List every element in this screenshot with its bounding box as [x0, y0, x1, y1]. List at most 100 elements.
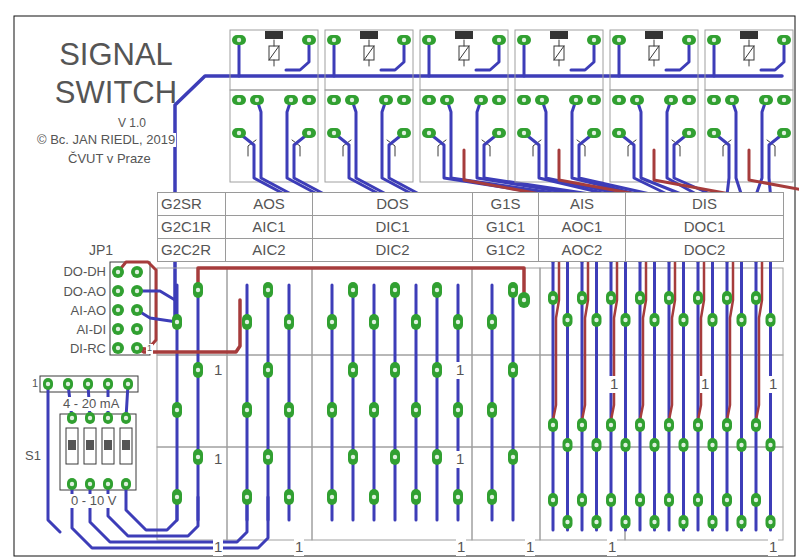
- solder-pad: [635, 291, 645, 305]
- relay-mark: [645, 31, 663, 39]
- table-cell: G1S: [472, 192, 539, 216]
- pad-hole: [497, 131, 501, 135]
- trace: [523, 40, 526, 76]
- pad-hole: [609, 423, 613, 427]
- signal-trace: [267, 285, 270, 520]
- pad-hole: [237, 131, 241, 135]
- pad-hole: [652, 520, 656, 524]
- bottom-trace: [118, 262, 156, 349]
- relay-outline: [705, 30, 793, 90]
- solder-pad: [707, 35, 721, 45]
- solder-pad: [682, 128, 696, 138]
- pad-hole: [681, 318, 685, 322]
- jumper-outline: [110, 262, 150, 355]
- signal-trace: [740, 262, 743, 530]
- pad-hole: [402, 98, 406, 102]
- solder-pad: [664, 291, 674, 305]
- pad-hole: [86, 382, 90, 386]
- signal-trace: [126, 484, 177, 530]
- dip-lever: [122, 440, 130, 450]
- solder-pad: [131, 342, 143, 354]
- solder-pad: [737, 515, 747, 529]
- solder-pad: [348, 362, 358, 378]
- coil-symbol: [554, 46, 564, 60]
- pad-hole: [565, 443, 569, 447]
- solder-pad: [606, 493, 616, 507]
- solder-pad: [707, 128, 721, 138]
- solder-pad: [487, 402, 497, 418]
- pad-hole: [522, 131, 526, 135]
- pad-hole: [330, 320, 334, 324]
- pad-hole: [116, 289, 120, 293]
- pad-hole: [384, 98, 388, 102]
- connector-outline: [472, 355, 540, 447]
- solder-pad: [397, 95, 411, 105]
- coil-symbol: [459, 46, 469, 60]
- solder-pad: [432, 449, 442, 465]
- table-cell: DIS: [625, 192, 784, 216]
- signal-trace: [436, 285, 439, 520]
- pad-hole: [245, 495, 249, 499]
- pad-hole: [372, 495, 376, 499]
- pad-hole: [350, 98, 354, 102]
- bottom-trace: [698, 262, 704, 420]
- solder-pad: [131, 304, 143, 316]
- coil-symbol: [459, 46, 469, 60]
- board-label: V 1.0: [117, 117, 147, 130]
- pad-hole: [393, 288, 397, 292]
- pad-hole: [402, 38, 406, 42]
- solder-pad: [43, 378, 53, 390]
- pad-hole: [414, 495, 418, 499]
- pad-hole: [623, 520, 627, 524]
- pad-hole: [623, 443, 627, 447]
- connector-outline: [625, 447, 783, 540]
- solder-pad: [453, 314, 463, 330]
- pad-hole: [106, 482, 110, 486]
- pad-hole: [135, 308, 139, 312]
- pad-hole: [351, 288, 355, 292]
- solder-pad: [172, 402, 182, 418]
- relay-mark: [455, 31, 473, 39]
- solder-pad: [592, 438, 602, 452]
- solder-pad: [131, 266, 143, 278]
- bottom-trace: [654, 150, 730, 194]
- coil-symbol: [364, 46, 374, 60]
- solder-pad: [517, 95, 531, 105]
- pin-one-marker: 1: [456, 539, 466, 556]
- solder-pad: [707, 95, 721, 105]
- solder-pad: [369, 402, 379, 418]
- solder-pad: [708, 438, 718, 452]
- board-label: S1: [24, 449, 42, 463]
- solder-pad: [650, 313, 660, 327]
- pad-hole: [730, 98, 734, 102]
- board-title: SIGNAL SWITCH: [40, 36, 192, 112]
- pad-hole: [725, 296, 729, 300]
- pad-hole: [70, 416, 74, 420]
- solder-pad: [411, 489, 421, 505]
- trace: [238, 40, 241, 76]
- table-cell: AIS: [538, 192, 626, 216]
- solder-pad: [577, 418, 587, 432]
- board-label: 0 - 10 V: [70, 494, 118, 508]
- pad-hole: [739, 520, 743, 524]
- solder-pad: [592, 515, 602, 529]
- solder-pad: [453, 402, 463, 418]
- signal-trace: [566, 262, 569, 530]
- pad-hole: [287, 320, 291, 324]
- solder-pad: [369, 489, 379, 505]
- solder-pad: [397, 35, 411, 45]
- solder-pad: [508, 362, 518, 378]
- trace: [713, 40, 716, 76]
- bottom-trace: [727, 262, 733, 420]
- pad-hole: [768, 318, 772, 322]
- pad-hole: [116, 308, 120, 312]
- pad-hole: [255, 98, 259, 102]
- pad-hole: [540, 98, 544, 102]
- table-cell: DIC2: [312, 238, 473, 262]
- pad-hole: [135, 289, 139, 293]
- pin-one-marker: 1: [455, 362, 465, 379]
- signal-trace: [294, 133, 324, 194]
- pin-one-marker: 1: [455, 451, 465, 468]
- solder-pad: [679, 438, 689, 452]
- solder-pad: [67, 412, 77, 424]
